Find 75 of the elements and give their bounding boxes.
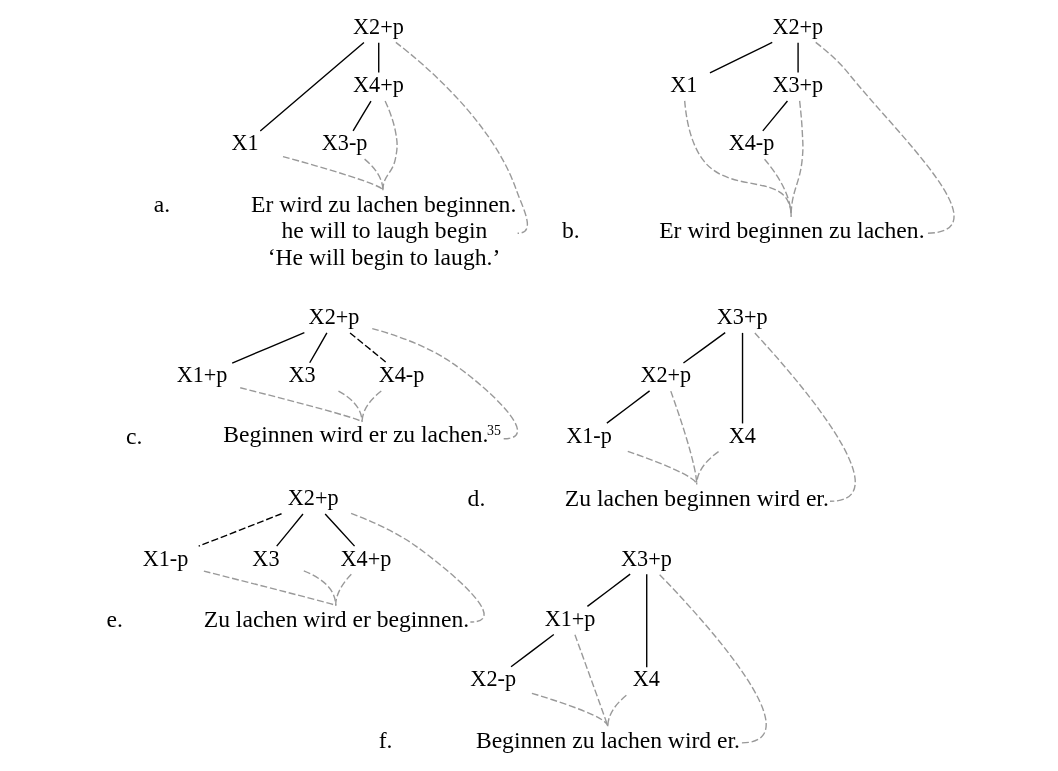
node-text: X2+p bbox=[640, 361, 692, 387]
node-text: X2+p bbox=[287, 484, 339, 510]
connector bbox=[335, 573, 352, 606]
node-label: f. bbox=[378, 726, 393, 753]
connector bbox=[763, 158, 792, 217]
connector bbox=[684, 99, 792, 217]
node-text: X1-p bbox=[566, 422, 612, 448]
node-label: a. bbox=[153, 190, 171, 217]
connector bbox=[309, 331, 328, 363]
connector bbox=[395, 41, 528, 234]
connector bbox=[337, 389, 363, 423]
connector bbox=[324, 512, 356, 547]
connector bbox=[259, 41, 365, 132]
connector bbox=[797, 41, 799, 73]
node-text: X3+p bbox=[772, 71, 824, 97]
node-text: X1 bbox=[231, 129, 259, 155]
node-text: X1+p bbox=[176, 361, 228, 387]
connector bbox=[741, 331, 744, 424]
connector bbox=[239, 386, 363, 423]
node-text: X2+p bbox=[308, 303, 360, 329]
connector bbox=[696, 450, 720, 485]
node-text: Zu lachen beginnen wird er. bbox=[564, 484, 829, 511]
connector bbox=[762, 99, 789, 132]
node-text: X3-p bbox=[321, 129, 368, 155]
connector bbox=[607, 694, 628, 727]
connector bbox=[754, 331, 856, 502]
node-text: X4-p bbox=[378, 361, 425, 387]
node-text: X3 bbox=[252, 545, 280, 571]
node-text: Er wird zu lachen beginnen. he will to laugh begin ‘He will begin to laugh.’ bbox=[250, 190, 517, 270]
connector bbox=[382, 99, 398, 191]
node-text: Beginnen wird er zu lachen.$^{35}$ bbox=[223, 420, 501, 447]
connector bbox=[361, 389, 382, 423]
node-text: X3+p bbox=[716, 303, 768, 329]
connector bbox=[352, 99, 372, 132]
connector bbox=[371, 327, 519, 439]
connector bbox=[627, 450, 698, 485]
node-text: X3+p bbox=[621, 545, 672, 571]
node-text: X1+p bbox=[544, 605, 596, 631]
connector bbox=[510, 633, 555, 667]
connector bbox=[815, 41, 955, 234]
connector bbox=[363, 157, 384, 191]
connector bbox=[670, 389, 698, 485]
node-text: Zu lachen wird er beginnen. bbox=[203, 605, 470, 632]
node-text: X1 bbox=[670, 71, 698, 97]
connector bbox=[282, 155, 384, 191]
connector bbox=[531, 692, 609, 727]
node-text: X4+p bbox=[340, 545, 392, 571]
node-text: X4 bbox=[632, 665, 660, 691]
node-text: X4-p bbox=[728, 129, 775, 155]
node-text: X3 bbox=[288, 361, 316, 387]
connector bbox=[231, 331, 306, 364]
node-label: e. bbox=[106, 605, 123, 632]
node-label: d. bbox=[467, 484, 486, 511]
connector bbox=[276, 512, 304, 547]
node-text: Er wird beginnen zu lachen. bbox=[659, 216, 925, 243]
connector bbox=[646, 573, 648, 668]
node-label: c. bbox=[126, 422, 143, 449]
node-text: X1-p bbox=[142, 545, 189, 571]
connector bbox=[586, 572, 631, 607]
connector bbox=[203, 569, 337, 606]
node-text: X2-p bbox=[470, 665, 517, 691]
connector bbox=[197, 512, 283, 547]
node-text: X2+p bbox=[353, 13, 404, 39]
connector bbox=[682, 331, 726, 364]
connector bbox=[349, 331, 388, 363]
connector bbox=[606, 389, 651, 424]
connector bbox=[658, 573, 767, 744]
connector bbox=[378, 41, 380, 73]
connector bbox=[350, 512, 485, 623]
node-text: X4 bbox=[728, 422, 756, 448]
node-label: b. bbox=[562, 216, 580, 243]
node-text: Beginnen zu lachen wird er. bbox=[475, 726, 740, 753]
connector bbox=[709, 41, 773, 73]
node-text: X4+p bbox=[353, 71, 404, 97]
node-text: X2+p bbox=[772, 13, 824, 39]
